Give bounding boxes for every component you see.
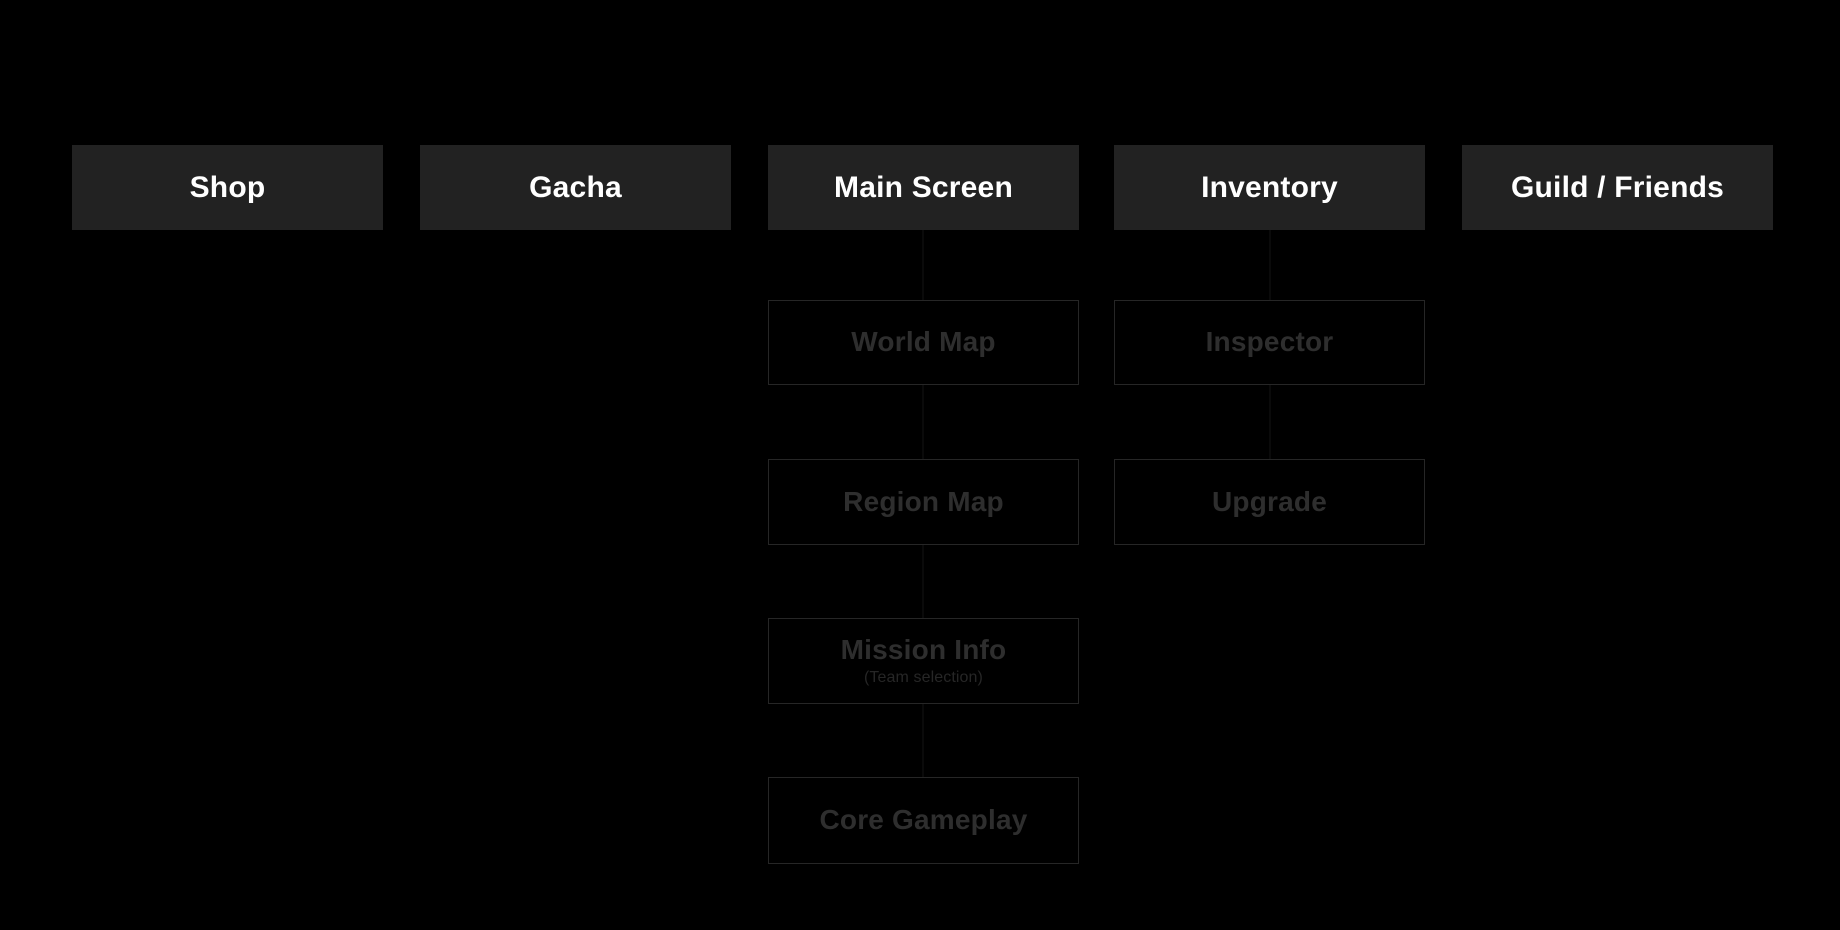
node-upgrade-label: Upgrade — [1212, 485, 1327, 517]
node-shop-label: Shop — [189, 171, 266, 204]
node-mission-info-label: Mission Info — [840, 634, 1007, 665]
node-guild-friends[interactable]: Guild / Friends — [1462, 145, 1773, 230]
node-gacha-label: Gacha — [529, 171, 622, 204]
connector-main-screen-to-world-map — [922, 230, 924, 300]
node-guild-friends-label: Guild / Friends — [1510, 171, 1724, 204]
node-core-gameplay-label: Core Gameplay — [819, 804, 1028, 836]
node-mission-info-sublabel: (Team selection) — [864, 668, 983, 686]
connector-mission-info-to-core-gameplay — [922, 704, 924, 777]
node-inventory-label: Inventory — [1201, 171, 1338, 204]
node-world-map[interactable]: World Map — [768, 300, 1079, 385]
connector-world-map-to-region-map — [922, 385, 924, 459]
node-inventory[interactable]: Inventory — [1114, 145, 1425, 230]
node-main-screen-label: Main Screen — [834, 171, 1013, 204]
node-core-gameplay[interactable]: Core Gameplay — [768, 777, 1079, 864]
node-shop[interactable]: Shop — [72, 145, 383, 230]
node-main-screen[interactable]: Main Screen — [768, 145, 1079, 230]
connector-region-map-to-mission-info — [922, 545, 924, 618]
node-upgrade[interactable]: Upgrade — [1114, 459, 1425, 545]
node-region-map-label: Region Map — [843, 485, 1004, 517]
node-region-map[interactable]: Region Map — [768, 459, 1079, 545]
node-world-map-label: World Map — [851, 326, 996, 358]
node-inspector[interactable]: Inspector — [1114, 300, 1425, 385]
node-gacha[interactable]: Gacha — [420, 145, 731, 230]
node-mission-info[interactable]: Mission Info (Team selection) — [768, 618, 1079, 704]
connector-inventory-to-inspector — [1269, 230, 1271, 300]
node-inspector-label: Inspector — [1205, 326, 1334, 358]
connector-inspector-to-upgrade — [1269, 385, 1271, 459]
